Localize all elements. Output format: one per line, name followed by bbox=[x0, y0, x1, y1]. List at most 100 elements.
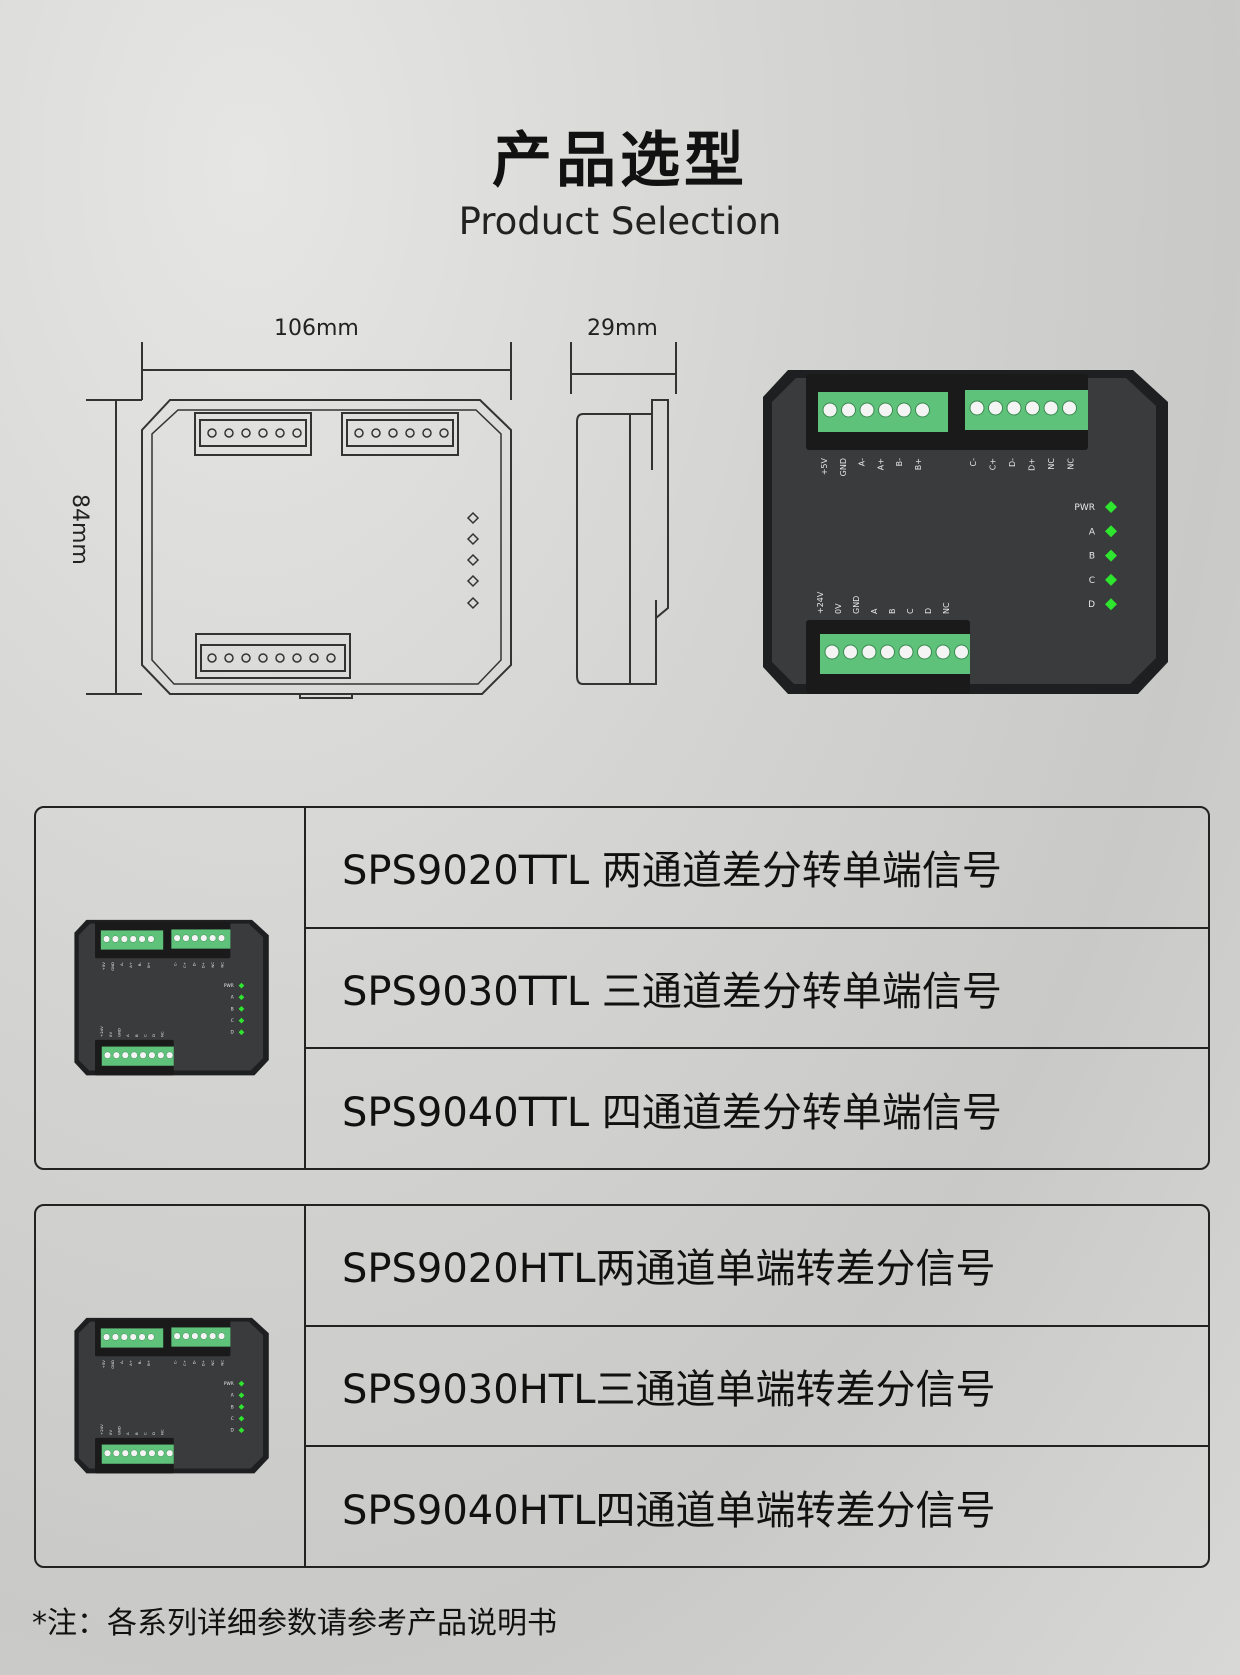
table-row: SPS9030HTL三通道单端转差分信号 bbox=[306, 1327, 1208, 1448]
screw-terminal bbox=[138, 1333, 146, 1341]
screw-terminal bbox=[191, 934, 199, 942]
pin-label: C+ bbox=[989, 458, 998, 470]
pin-label: NC bbox=[219, 1360, 224, 1366]
screw-terminal bbox=[148, 1051, 156, 1059]
pin-label: NC bbox=[1047, 458, 1056, 470]
led-label: A bbox=[231, 1393, 234, 1399]
pin-label: B+ bbox=[146, 1360, 151, 1366]
pin-label: A bbox=[125, 1034, 130, 1037]
status-led bbox=[1105, 573, 1117, 586]
screw-terminal bbox=[859, 402, 875, 418]
screw-terminal bbox=[130, 1051, 138, 1059]
screw-terminal bbox=[112, 1449, 120, 1457]
screw-terminal bbox=[1062, 400, 1077, 416]
status-led bbox=[238, 1380, 245, 1387]
screw-terminal bbox=[173, 934, 181, 942]
pin-label: NC bbox=[1067, 458, 1076, 470]
screw-terminal bbox=[157, 1449, 165, 1457]
screw-terminal bbox=[157, 1051, 165, 1059]
status-led bbox=[1105, 549, 1117, 562]
screw-terminal bbox=[166, 1051, 174, 1059]
pin-label: A+ bbox=[128, 962, 133, 968]
terminal-block-bottom bbox=[101, 1046, 174, 1066]
screw-terminal bbox=[111, 935, 120, 943]
pin-label: NC bbox=[219, 962, 224, 968]
width-dimension: 106mm bbox=[274, 316, 359, 341]
pin-label: C- bbox=[969, 458, 978, 467]
pin-label: D+ bbox=[201, 962, 206, 968]
footnote: *注：各系列详细参数请参考产品说明书 bbox=[32, 1606, 557, 1641]
screw-terminal bbox=[935, 644, 951, 660]
screw-terminal bbox=[954, 644, 969, 660]
status-led bbox=[238, 1006, 245, 1012]
pin-label: A bbox=[870, 608, 879, 614]
pin-label: +5V bbox=[101, 962, 106, 971]
screw-terminal bbox=[209, 1332, 217, 1340]
pin-label: A- bbox=[119, 961, 124, 966]
pin-label: B- bbox=[137, 1359, 142, 1364]
screw-terminal bbox=[147, 935, 155, 943]
pin-label: A+ bbox=[876, 458, 885, 470]
pin-label: B+ bbox=[914, 458, 923, 470]
depth-dimension: 29mm bbox=[587, 316, 658, 341]
led-label: C bbox=[231, 1018, 234, 1024]
pin-label: NC bbox=[942, 602, 951, 614]
screw-terminal bbox=[896, 402, 912, 418]
screw-terminal bbox=[173, 1332, 181, 1340]
pin-label: D+ bbox=[201, 1360, 206, 1366]
pin-label: +24V bbox=[99, 1424, 104, 1435]
led-label: B bbox=[1089, 552, 1095, 562]
pin-label: D+ bbox=[1028, 458, 1037, 471]
screw-terminal bbox=[139, 1449, 147, 1457]
pin-label: D bbox=[151, 1432, 156, 1435]
screw-terminal bbox=[898, 644, 914, 660]
screw-terminal bbox=[880, 644, 895, 660]
led-label: B bbox=[231, 1006, 234, 1012]
led-label: D bbox=[230, 1428, 234, 1434]
pin-label: D- bbox=[1008, 458, 1017, 467]
pin-label: NC bbox=[210, 1360, 215, 1366]
device-face bbox=[772, 378, 1156, 684]
page-title: 产品选型 bbox=[492, 126, 748, 196]
pin-label: +5V bbox=[820, 457, 829, 475]
screw-terminal bbox=[120, 1333, 128, 1341]
pin-label: D bbox=[924, 608, 933, 614]
table-row: SPS9020HTL两通道单端转差分信号 bbox=[306, 1206, 1208, 1327]
height-dimension: 84mm bbox=[67, 494, 92, 565]
screw-terminal bbox=[824, 644, 840, 660]
pin-label: A+ bbox=[128, 1360, 133, 1366]
pin-label: +24V bbox=[816, 591, 825, 614]
screw-terminal bbox=[915, 402, 930, 418]
screw-terminal bbox=[182, 934, 190, 942]
screw-terminal bbox=[1025, 400, 1040, 416]
screw-terminal bbox=[200, 1332, 208, 1340]
screw-terminal bbox=[147, 1333, 155, 1341]
dimension-drawing bbox=[86, 342, 677, 699]
pin-label: C bbox=[142, 1432, 147, 1435]
pin-label: D- bbox=[191, 1359, 196, 1364]
terminal-block-bottom bbox=[101, 1444, 174, 1464]
screw-terminal bbox=[988, 400, 1003, 416]
pin-label: B- bbox=[895, 458, 904, 466]
pin-label: GND bbox=[116, 1028, 121, 1037]
pin-label: B bbox=[134, 1432, 139, 1435]
led-label: C bbox=[1089, 576, 1095, 586]
pin-label: GND bbox=[110, 1360, 115, 1369]
screw-terminal bbox=[841, 402, 856, 418]
pin-label: C- bbox=[173, 1359, 178, 1364]
pin-label: C bbox=[142, 1034, 147, 1037]
led-label: PWR bbox=[224, 983, 234, 989]
screw-terminal bbox=[878, 402, 893, 418]
page-subtitle: Product Selection bbox=[458, 200, 782, 243]
pin-label: B bbox=[134, 1034, 139, 1037]
status-led bbox=[1105, 598, 1117, 611]
pin-label: +24V bbox=[99, 1026, 104, 1037]
pin-label: NC bbox=[160, 1031, 165, 1037]
pin-label: A- bbox=[119, 1359, 124, 1364]
